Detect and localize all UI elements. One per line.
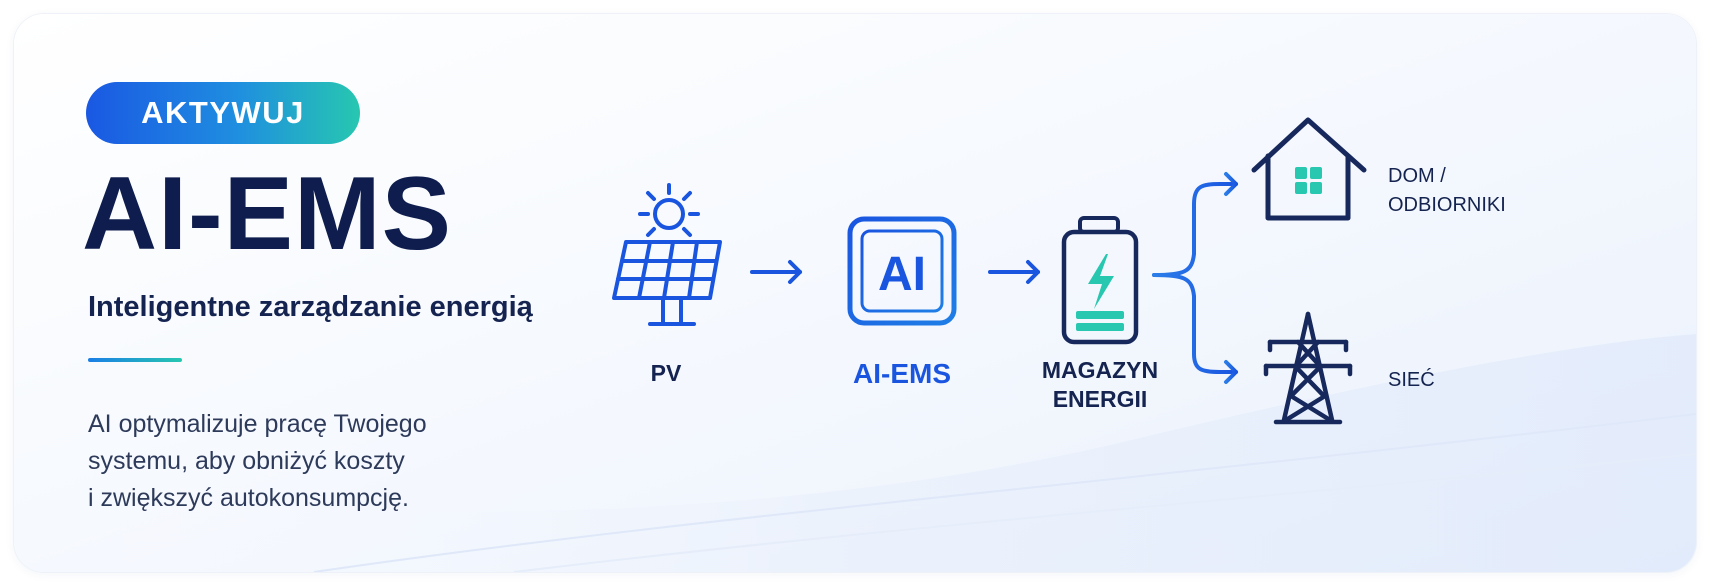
home-label: DOM / ODBIORNIKI <box>1388 162 1548 220</box>
activate-button[interactable]: AKTYWUJ <box>86 82 360 144</box>
arrow-right-icon <box>988 260 1040 284</box>
storage-label-line: MAGAZYN <box>1041 357 1159 383</box>
branch-arrows-icon <box>1152 172 1238 384</box>
power-pylon-icon <box>1263 311 1353 425</box>
ai-chip-icon <box>832 201 972 341</box>
background-wave <box>14 334 1696 572</box>
arrow-right-icon <box>750 260 802 284</box>
home-label-line: ODBIORNIKI <box>1388 194 1506 216</box>
page-title: AI-EMS <box>82 156 452 272</box>
banner-card: AKTYWUJ AI-EMS Inteligentne zarządzanie … <box>14 14 1696 572</box>
solar-panel-icon <box>612 183 722 326</box>
storage-label-line: ENERGII <box>1052 386 1148 412</box>
description-line: AI optymalizuje pracę Twojego <box>88 410 427 438</box>
description-line: i zwiększyć autokonsumpcję. <box>88 484 409 512</box>
pv-label: PV <box>650 360 682 386</box>
battery-icon <box>1061 216 1139 345</box>
description-line: systemu, aby obniżyć koszty <box>88 447 405 475</box>
accent-divider <box>88 358 182 362</box>
house-icon <box>1251 117 1367 221</box>
description: AI optymalizuje pracę Twojego systemu, a… <box>88 406 508 517</box>
ai-ems-label: AI-EMS <box>853 358 951 389</box>
grid-label: SIEĆ <box>1388 369 1435 391</box>
subtitle: Inteligentne zarządzanie energią <box>88 291 533 323</box>
chip-text: AI <box>878 248 926 301</box>
storage-label: MAGAZYN ENERGII <box>1022 356 1178 414</box>
energy-flow-diagram: AI <box>612 117 1367 425</box>
home-label-line: DOM / <box>1388 165 1446 187</box>
